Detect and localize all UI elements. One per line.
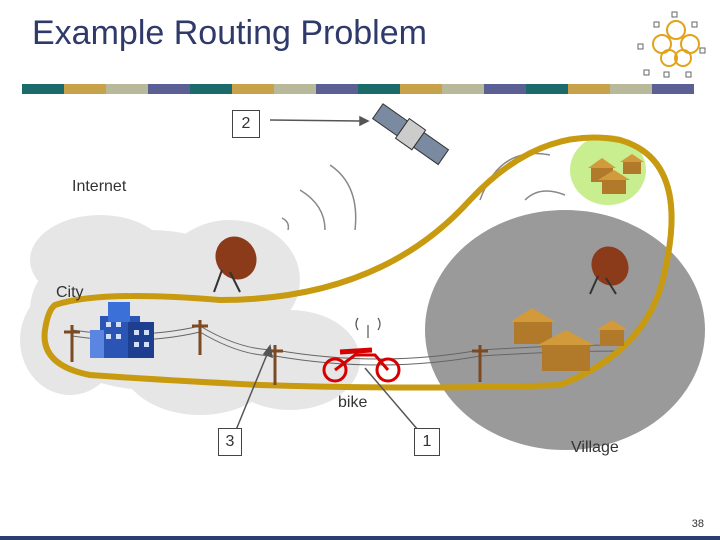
village-label: Village xyxy=(571,439,619,456)
slide-title: Example Routing Problem xyxy=(32,14,427,52)
internet-label: Internet xyxy=(72,178,127,195)
page-number: 38 xyxy=(691,518,704,530)
bottom-bar xyxy=(0,536,720,540)
village-area xyxy=(425,210,705,450)
bike-label: bike xyxy=(338,394,368,411)
satellite-icon xyxy=(371,103,450,166)
node-box-1: 1 xyxy=(414,428,440,456)
satellite-dish-city-icon xyxy=(213,236,257,293)
node-box-2: 2 xyxy=(232,110,260,138)
city-buildings-icon xyxy=(90,302,154,358)
satellite-dish-village-icon xyxy=(589,246,629,295)
village-huts-icon xyxy=(510,154,644,371)
node-box-3: 3 xyxy=(218,428,242,456)
network-logo-icon xyxy=(637,11,706,78)
route-path xyxy=(41,134,675,391)
decorative-stripe xyxy=(22,84,694,94)
city-label: City xyxy=(56,284,84,301)
telephone-poles xyxy=(64,320,488,385)
motorbike-icon xyxy=(322,347,401,383)
antenna-icon xyxy=(355,317,381,338)
